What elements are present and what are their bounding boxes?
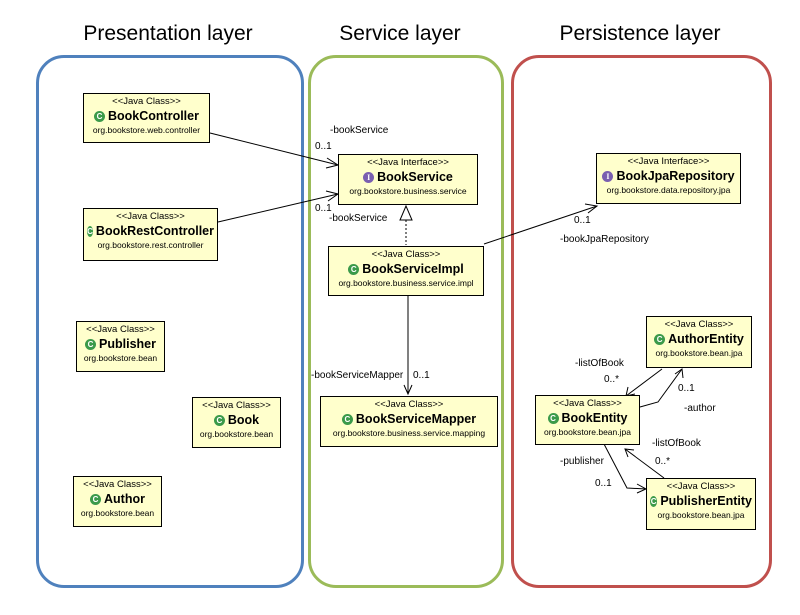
package-name: org.bookstore.data.repository.jpa (606, 185, 731, 195)
class-name: BookServiceMapper (355, 412, 477, 426)
package-name: org.bookstore.business.service.mapping (332, 428, 486, 438)
multiplicity-label: 0..* (604, 374, 620, 385)
publisher-to-book-line (624, 448, 665, 479)
java-interface-icon: I (602, 170, 614, 182)
book-to-author-line (639, 368, 683, 408)
class-name: BookJpaRepository (616, 169, 735, 183)
java-interface-icon: I (363, 171, 375, 183)
java-class-icon: C (650, 495, 658, 507)
stereotype: <<Java Class>> (83, 479, 152, 490)
package-name: org.bookstore.web.controller (92, 125, 201, 135)
java-class-icon: C (654, 333, 666, 345)
author-to-book-line (625, 368, 663, 397)
multiplicity-label: 0..* (655, 456, 671, 467)
arrowhead-icon (584, 203, 599, 214)
arrowhead-icon (674, 368, 684, 379)
class-name: BookService (377, 170, 453, 184)
package-name: org.bookstore.bean (199, 429, 274, 439)
stereotype: <<Java Interface>> (367, 157, 449, 168)
arrowhead-icon (403, 384, 413, 396)
package-name: org.bookstore.business.service.impl (338, 278, 474, 288)
stereotype: <<Java Class>> (116, 211, 185, 222)
presentation-layer-box (36, 55, 304, 588)
java-class-icon: C (94, 110, 105, 122)
java-class-icon: C (213, 414, 225, 426)
rest-controller-to-service-line (217, 193, 339, 223)
impl-to-repository-line (483, 205, 598, 245)
class-name: BookRestController (95, 224, 214, 238)
multiplicity-label: 0..1 (574, 215, 591, 226)
service-layer-box (308, 55, 504, 588)
service-layer-title: Service layer (339, 22, 461, 45)
role-label: -author (684, 403, 716, 414)
package-name: org.bookstore.bean (83, 353, 158, 363)
triangle-arrowhead-icon (399, 204, 413, 221)
java-class-icon: C (341, 413, 353, 425)
class-name: Publisher (99, 337, 156, 351)
arrowhead-icon (624, 448, 635, 458)
role-label: -bookServiceMapper (311, 370, 404, 381)
role-label: -bookJpaRepository (560, 234, 649, 245)
class-name: Book (227, 413, 260, 427)
stereotype: <<Java Class>> (112, 96, 181, 107)
role-label: -bookService (329, 213, 388, 224)
class-name: Author (104, 492, 145, 506)
persistence-layer-box (511, 55, 772, 588)
package-name: org.bookstore.bean.jpa (655, 348, 743, 358)
role-label: -bookService (330, 125, 389, 136)
stereotype: <<Java Class>> (202, 400, 271, 411)
multiplicity-label: 0..1 (315, 141, 332, 152)
java-class-icon: C (87, 225, 93, 237)
role-label: -listOfBook (575, 358, 624, 369)
package-name: org.bookstore.business.service (349, 186, 467, 196)
stereotype: <<Java Interface>> (627, 156, 710, 167)
package-name: org.bookstore.bean.jpa (544, 427, 631, 437)
book-to-publisher-line (603, 443, 647, 490)
persistence-layer-title: Persistence layer (559, 22, 721, 45)
class-name: BookEntity (561, 411, 628, 425)
class-name: BookServiceImpl (362, 262, 464, 276)
package-name: org.bookstore.bean (80, 508, 155, 518)
package-name: org.bookstore.rest.controller (97, 240, 204, 250)
stereotype: <<Java Class>> (666, 481, 736, 492)
stereotype: <<Java Class>> (664, 319, 734, 330)
java-class-icon: C (90, 493, 102, 505)
multiplicity-label: 0..1 (315, 203, 332, 214)
package-name: org.bookstore.bean.jpa (657, 510, 745, 520)
class-name: PublisherEntity (660, 494, 752, 508)
presentation-layer-title: Presentation layer (83, 22, 253, 45)
role-label: -listOfBook (652, 438, 701, 449)
multiplicity-label: 0..1 (413, 370, 430, 381)
class-name: BookController (108, 109, 199, 123)
stereotype: <<Java Class>> (371, 249, 441, 260)
java-class-icon: C (85, 338, 97, 350)
class-name: AuthorEntity (668, 332, 744, 346)
java-class-icon: C (547, 412, 559, 424)
role-label: -publisher (560, 456, 604, 467)
stereotype: <<Java Class>> (374, 399, 444, 410)
multiplicity-label: 0..1 (595, 478, 612, 489)
java-class-icon: C (348, 263, 360, 275)
controller-to-service-line (209, 132, 339, 166)
stereotype: <<Java Class>> (86, 324, 155, 335)
multiplicity-label: 0..1 (678, 383, 695, 394)
stereotype: <<Java Class>> (553, 398, 622, 409)
